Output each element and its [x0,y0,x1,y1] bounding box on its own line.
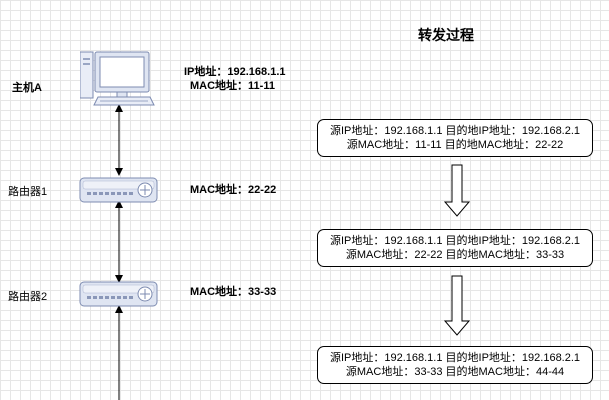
down-arrow-1 [443,164,471,217]
packet-box-2: 源IP地址：192.168.1.1 目的地IP地址：192.168.2.1 源M… [317,229,593,267]
packet-mac-line: 源MAC地址：22-22 目的地MAC地址：33-33 [345,249,565,261]
down-arrow-2 [443,275,471,336]
packet-box-1: 源IP地址：192.168.1.1 目的地IP地址：192.168.2.1 源M… [317,119,593,157]
packet-ip-line: 源IP地址：192.168.1.1 目的地IP地址：192.168.2.1 [329,235,581,247]
computer-icon [80,51,155,106]
packet-mac-line: 源MAC地址：11-11 目的地MAC地址：22-22 [346,139,564,151]
host-mac-address: MAC地址：11-11 [190,80,275,92]
packet-ip-line: 源IP地址：192.168.1.1 目的地IP地址：192.168.2.1 [329,125,581,137]
router2-mac-address: MAC地址：33-33 [190,286,277,298]
diagram-title: 转发过程 [418,27,474,43]
host-label: 主机A [12,82,42,94]
router1-mac-address: MAC地址：22-22 [190,184,277,196]
router1-label: 路由器1 [8,186,48,198]
packet-mac-line: 源MAC地址：33-33 目的地MAC地址：44-44 [345,366,565,378]
host-ip-address: IP地址：192.168.1.1 [184,66,286,78]
router-icon [79,281,158,307]
packet-ip-line: 源IP地址：192.168.1.1 目的地IP地址：192.168.2.1 [329,352,581,364]
router-icon [79,177,158,203]
packet-box-3: 源IP地址：192.168.1.1 目的地IP地址：192.168.2.1 源M… [317,346,593,384]
router2-label: 路由器2 [8,291,48,303]
